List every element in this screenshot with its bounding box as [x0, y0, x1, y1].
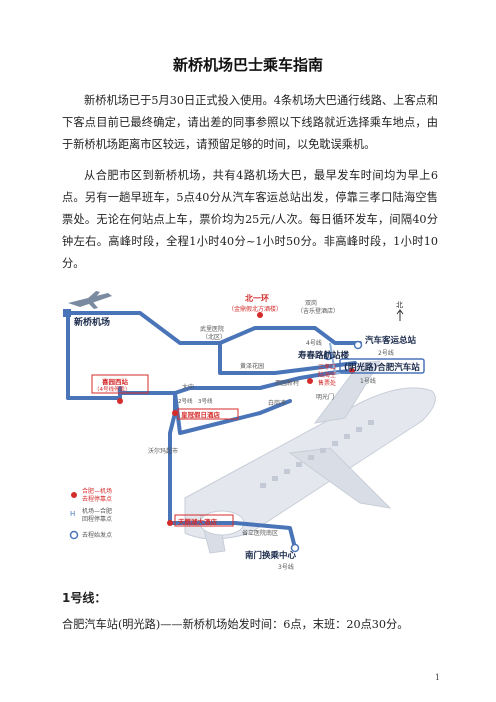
stop-shouchun	[323, 351, 333, 361]
legend-departure: 合肥—机场	[82, 487, 112, 495]
xiyou-label-box	[91, 374, 149, 394]
tianqin-label-box	[174, 514, 234, 527]
label-line3b: 3号线	[198, 397, 213, 405]
mingguang-label-box	[339, 358, 425, 374]
north-arrow-icon	[396, 309, 404, 321]
label-huangguan: 皇冠假日酒店	[181, 410, 221, 419]
label-woerma: 沃尔玛超市	[148, 447, 178, 455]
label-sanxiaokou: 三孝口	[318, 363, 336, 371]
route-line-4	[66, 369, 352, 400]
route-branch	[173, 391, 292, 435]
label-dazhong: 大中	[182, 383, 194, 391]
label-luhaikong: 陆海空	[318, 371, 336, 379]
label-xiyou-sub: （4号线停靠）	[94, 385, 131, 393]
stop-bus-station	[353, 340, 363, 350]
label-mingguang: (明光路)合肥汽车站	[344, 362, 420, 373]
label-shengli: 省立医院南区	[242, 529, 278, 537]
legend-return: 机场—合肥	[82, 507, 112, 515]
page-number: 1	[434, 673, 440, 682]
label-shuanggang-sub: （吉乐登酒店）	[297, 307, 339, 315]
stop-airport	[63, 309, 71, 317]
label-mingguangmen: 明光门	[316, 393, 334, 401]
route-line-2	[218, 341, 357, 375]
label-jinding: （金鼎假北方酒楼）	[228, 305, 282, 313]
airport-plane-icon	[68, 291, 112, 309]
page-title: 新桥机场巴士乘车指南	[172, 56, 323, 74]
legend-start: 去程始发点	[82, 531, 112, 539]
stop-xiyou	[117, 398, 123, 404]
line-1-heading: 1号线：	[62, 591, 107, 605]
label-xiyou: 喜园西站	[102, 377, 129, 386]
label-line3: 3号线	[278, 563, 294, 571]
label-shoupiao: 售票处	[318, 379, 336, 387]
stop-nanmen	[290, 543, 300, 553]
schedule-paragraph: 从合肥市区到新桥机场，共有4路机场大巴，最早发车时间均为早上6点。另有一趟早班车…	[62, 169, 438, 270]
label-line2b: 2号线	[178, 397, 193, 405]
label-airport: 新桥机场	[74, 316, 110, 328]
label-gongming: 白岗冲	[268, 399, 286, 407]
map-legend: 合肥—机场 去程停靠点 H 机场—合肥 回程停靠点 去程始发点	[69, 487, 112, 540]
label-line4: 4号线	[306, 339, 322, 347]
label-xiyuan: 西园新村	[275, 379, 299, 387]
label-line2: 2号线	[378, 349, 394, 357]
airplane-illustration	[184, 360, 436, 554]
legend-return-2: 回程停靠点	[82, 515, 112, 523]
stop-sanxiaokou	[307, 378, 313, 384]
label-tianqin: 天鹅湖大酒店	[178, 517, 218, 526]
label-bus-station: 汽车客运总站	[365, 335, 417, 346]
legend-departure-2: 去程停靠点	[82, 495, 112, 503]
stop-beiyihuan	[257, 312, 263, 318]
stop-tianqin	[167, 520, 173, 526]
label-beiyihuan: 北一环	[245, 293, 269, 303]
huangguan-label-box	[177, 408, 239, 420]
route-line-1	[218, 326, 362, 345]
label-huanghe: 黄泽花园	[240, 362, 264, 370]
label-north: 北	[396, 301, 403, 309]
line-1-schedule: 合肥汽车站(明光路)——新桥机场始发时间：6点，末班：20点30分。	[62, 618, 409, 631]
stop-huangguan	[172, 410, 178, 416]
svg-text:H: H	[70, 510, 75, 518]
label-line1: 1号线	[360, 377, 376, 385]
bus-route-map: 新桥机场 北一环 （金鼎假北方酒楼） 双岗 （吉乐登酒店） 北 武里医院 （北区…	[63, 291, 436, 571]
label-shuanggang: 双岗	[305, 300, 317, 307]
label-wuyuan-sub: （北区）	[202, 333, 226, 341]
label-nanmen: 南门换乘中心	[245, 550, 297, 561]
label-wuyuan: 武里医院	[200, 325, 224, 333]
intro-paragraph: 新桥机场已于5月30日正式投入使用。4条机场大巴通行线路、上客点和下客点目前已最…	[62, 94, 438, 151]
label-shouchun: 寿春路航站楼	[297, 350, 350, 361]
